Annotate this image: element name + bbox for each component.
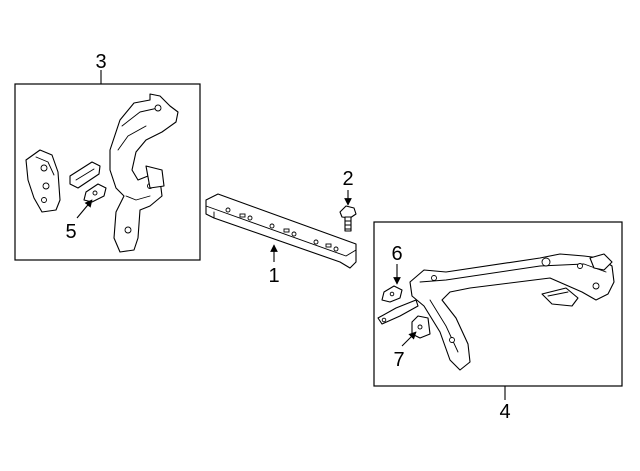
bracket-part-7 [411, 315, 431, 339]
left-front-rail-part [109, 93, 179, 253]
bracket-part-5 [83, 183, 107, 203]
callout-1: 1 [268, 265, 279, 287]
assembly-box-4 [373, 221, 623, 387]
left-upper-bracket-part [69, 161, 101, 189]
leader-7 [401, 331, 417, 347]
bolt-part-2 [339, 205, 357, 232]
right-front-rail-part [409, 253, 615, 371]
callout-7: 7 [393, 349, 404, 371]
right-strap-part [377, 299, 419, 325]
callout-2: 2 [342, 168, 353, 190]
leader-5 [76, 199, 93, 219]
callout-4: 4 [499, 401, 510, 423]
callout-3: 3 [95, 51, 106, 73]
left-side-panel-part [25, 149, 61, 213]
right-small-bracket-part [541, 287, 579, 307]
crossmember-part-1 [205, 193, 357, 269]
callout-5: 5 [65, 221, 76, 243]
callout-6: 6 [391, 243, 402, 265]
assembly-box-3 [14, 83, 201, 261]
bracket-part-6 [381, 285, 403, 303]
